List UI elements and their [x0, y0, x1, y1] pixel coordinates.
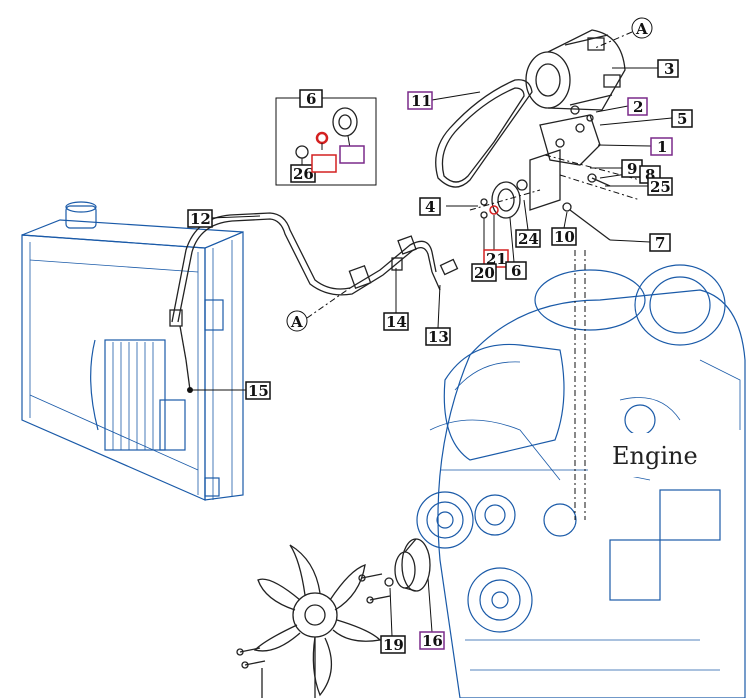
- callout-22[interactable]: 24: [515, 229, 541, 248]
- callout-4[interactable]: 4: [419, 197, 441, 216]
- callout-9[interactable]: 9: [621, 159, 643, 178]
- callout-16[interactable]: 16: [419, 631, 445, 650]
- callout-15[interactable]: 15: [245, 381, 271, 400]
- reference-a-bottom: A: [286, 287, 351, 332]
- svg-text:25: 25: [650, 178, 671, 196]
- callout-7[interactable]: 7: [649, 233, 671, 252]
- drive-belt: [435, 79, 533, 188]
- svg-text:19: 19: [383, 636, 404, 654]
- callout-6-detail[interactable]: 6: [299, 89, 323, 108]
- svg-text:3: 3: [664, 60, 674, 78]
- callout-20[interactable]: 20: [471, 263, 497, 282]
- svg-text:26: 26: [293, 165, 314, 183]
- svg-text:13: 13: [428, 328, 449, 346]
- callout-19[interactable]: 19: [380, 635, 406, 654]
- detail-box-6: [275, 97, 377, 186]
- callout-24[interactable]: 26: [290, 164, 316, 183]
- svg-text:14: 14: [386, 313, 407, 331]
- callout-11[interactable]: 11: [407, 91, 433, 110]
- svg-text:6: 6: [511, 262, 521, 280]
- reference-a-top: A: [594, 17, 653, 49]
- svg-text:1: 1: [657, 138, 667, 156]
- callout-3[interactable]: 3: [657, 59, 679, 78]
- engine-label: Engine: [612, 442, 698, 470]
- bracket-assembly: [480, 105, 641, 241]
- svg-text:A: A: [635, 20, 648, 38]
- engine: [416, 250, 746, 698]
- callout-6-pulley[interactable]: 6: [505, 261, 527, 280]
- callout-12[interactable]: 12: [187, 209, 213, 228]
- svg-text:2: 2: [633, 98, 643, 116]
- callout-26[interactable]: [339, 145, 365, 164]
- leader-lines: [190, 67, 673, 637]
- svg-text:15: 15: [248, 382, 269, 400]
- svg-text:A: A: [290, 313, 303, 331]
- svg-text:16: 16: [422, 632, 443, 650]
- svg-text:6: 6: [306, 90, 316, 108]
- callout-5[interactable]: 5: [671, 109, 693, 128]
- svg-text:20: 20: [474, 264, 495, 282]
- callout-1[interactable]: 1: [650, 137, 673, 156]
- svg-text:5: 5: [677, 110, 687, 128]
- radiator: [21, 201, 244, 501]
- callout-14[interactable]: 14: [383, 312, 409, 331]
- fan-spacer: [384, 538, 431, 592]
- callout-23[interactable]: 25: [647, 177, 673, 196]
- svg-text:11: 11: [411, 92, 432, 110]
- svg-text:24: 24: [518, 230, 539, 248]
- svg-text:12: 12: [190, 210, 211, 228]
- callout-25[interactable]: [311, 154, 337, 173]
- callout-13[interactable]: 13: [425, 327, 451, 346]
- callout-2[interactable]: 2: [627, 97, 648, 116]
- ac-compressor: [525, 29, 626, 111]
- svg-text:4: 4: [425, 198, 435, 216]
- svg-text:10: 10: [554, 228, 575, 246]
- cooling-fan: [236, 544, 391, 698]
- callout-10[interactable]: 10: [551, 227, 577, 246]
- svg-text:9: 9: [627, 160, 637, 178]
- svg-text:7: 7: [655, 234, 665, 252]
- svg-text:8: 8: [645, 166, 655, 184]
